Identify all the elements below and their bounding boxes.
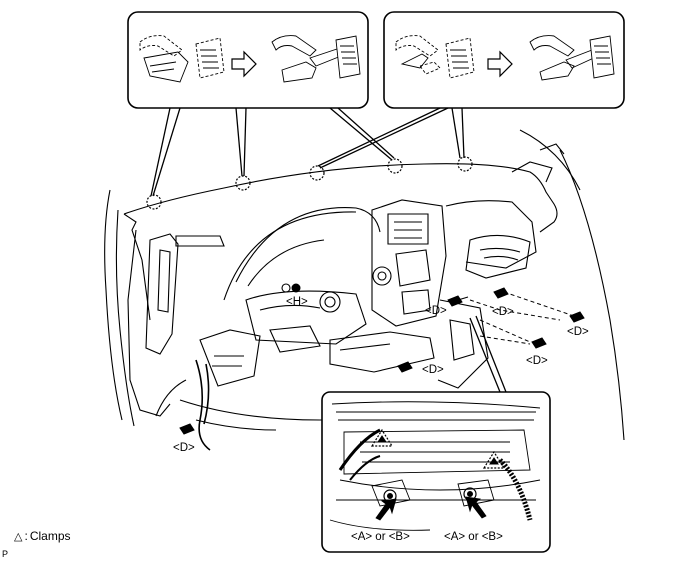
bolt-icon: [447, 295, 469, 307]
clamp-before-icon: [395, 35, 475, 79]
bolt-icon: [531, 337, 547, 349]
label-D: <D>: [425, 305, 447, 317]
label-D: <D>: [492, 306, 514, 318]
label-A-or-B: <A> or <B>: [444, 531, 503, 543]
label-D: <D>: [173, 442, 195, 454]
inset-detail-box: [321, 391, 551, 553]
figure-code: P: [2, 549, 9, 559]
arrow-up-icon: [465, 496, 487, 519]
legend-text: Clamps: [29, 529, 71, 543]
label-A-or-B: <A> or <B>: [351, 531, 410, 543]
clamp-callout-left: [127, 11, 369, 109]
clamp-legend-icon: △: [14, 530, 23, 543]
label-D: <D>: [567, 326, 589, 338]
arrow-right-icon: [231, 50, 257, 78]
clamp-after-icon: [271, 35, 361, 83]
bolt-icon: [179, 423, 195, 435]
legend-separator: :: [24, 529, 28, 543]
clamp-callout-right: [383, 11, 625, 109]
inset-leader-lines: [469, 315, 507, 393]
clamp-location-markers: [146, 156, 473, 210]
legend: △ : Clamps: [14, 529, 71, 543]
label-D: <D>: [526, 355, 548, 367]
label-D: <D>: [422, 364, 444, 376]
guide-lines: [469, 291, 575, 345]
bolt-icon: [397, 361, 413, 373]
bolt-icon: [569, 311, 585, 323]
bolt-icon: [493, 287, 509, 299]
instrument-panel: [104, 129, 625, 451]
clamp-triangle-icon: [482, 450, 506, 469]
bolt-icon: [291, 283, 301, 293]
arrow-right-icon: [487, 50, 513, 78]
clamp-triangle-icon: [370, 428, 394, 447]
callout-leader-lines: [150, 107, 465, 197]
arrow-up-icon: [375, 498, 397, 521]
clamp-after-icon: [529, 35, 615, 81]
bolts: [179, 283, 585, 435]
label-H: <H>: [286, 296, 308, 308]
clamp-before-icon: [139, 35, 225, 83]
